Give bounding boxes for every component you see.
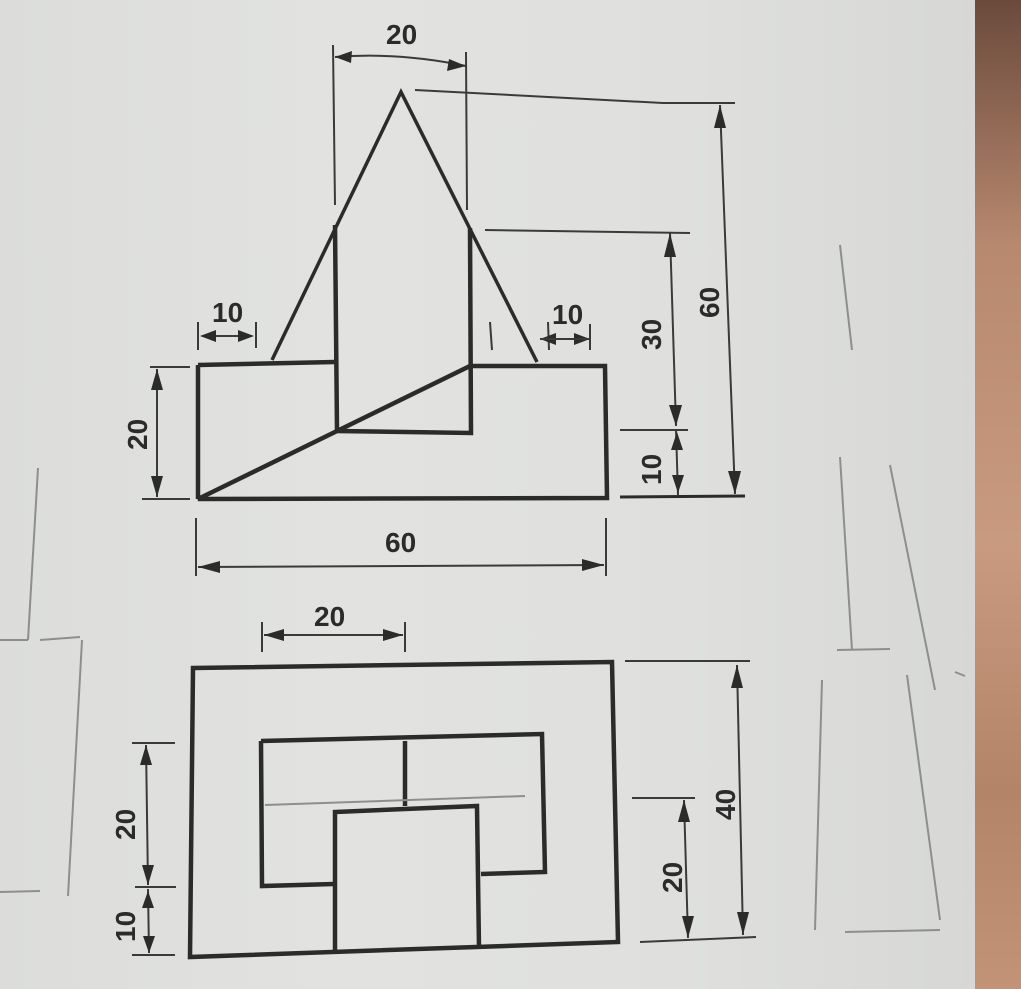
dim-line xyxy=(683,799,689,939)
arrow-icon xyxy=(714,105,726,128)
front-view-outline xyxy=(197,359,610,502)
arrow-icon xyxy=(731,665,743,688)
dim-line xyxy=(669,232,677,427)
ext-line xyxy=(639,936,757,943)
arrow-icon xyxy=(447,59,466,71)
arrow-icon xyxy=(143,936,155,953)
arrow-icon xyxy=(383,629,403,641)
pencil-line xyxy=(889,464,936,691)
ext-line xyxy=(489,321,493,351)
dim-front-total-height: 60 xyxy=(694,287,725,318)
arrow-icon xyxy=(198,561,220,573)
arrow-icon xyxy=(140,745,152,765)
dim-top-inner-height: 20 xyxy=(657,862,688,893)
pencil-line xyxy=(39,636,81,641)
dim-front-base-height: 20 xyxy=(122,419,153,450)
pencil-line xyxy=(839,456,853,651)
dim-front-lower-offset: 10 xyxy=(636,454,667,485)
arrow-icon xyxy=(672,475,684,493)
dim-line xyxy=(197,564,605,568)
dim-front-right-step: 10 xyxy=(552,299,583,330)
arrow-icon xyxy=(671,432,683,450)
arrow-icon xyxy=(678,800,690,822)
ext-line xyxy=(414,89,664,104)
pencil-marks xyxy=(0,244,966,933)
dim-front-base-width: 60 xyxy=(385,527,416,558)
arrow-icon xyxy=(151,369,163,390)
pencil-line xyxy=(839,244,853,351)
front-triangle xyxy=(270,88,539,363)
arrow-icon xyxy=(728,471,741,494)
pencil-line xyxy=(906,674,941,921)
arrow-icon xyxy=(737,912,749,935)
arrow-icon xyxy=(664,233,676,257)
dim-top-total-depth: 40 xyxy=(710,789,741,820)
pencil-line xyxy=(836,648,891,651)
arrow-icon xyxy=(264,629,284,641)
arrow-icon xyxy=(142,891,154,908)
ground-line xyxy=(619,494,746,499)
pencil-line xyxy=(67,639,83,897)
dim-front-left-step: 10 xyxy=(212,297,243,328)
pencil-line xyxy=(27,467,39,641)
ext-line xyxy=(332,44,336,206)
dim-front-top-width: 20 xyxy=(386,19,417,50)
dim-front-upper-height: 30 xyxy=(636,319,667,350)
dim-line xyxy=(719,104,736,495)
pencil-line xyxy=(0,890,41,893)
arrow-icon xyxy=(142,865,154,885)
dim-line xyxy=(145,744,149,886)
ext-line xyxy=(484,229,691,234)
arrow-icon xyxy=(151,476,163,497)
dim-top-left-offset: 10 xyxy=(110,911,141,942)
arrow-icon xyxy=(238,330,254,342)
front-central-slot xyxy=(332,224,474,436)
pencil-line xyxy=(844,929,941,933)
paper-sheet xyxy=(0,0,975,989)
ext-line xyxy=(465,51,468,211)
top-center-block xyxy=(332,803,482,952)
pencil-line xyxy=(814,679,823,931)
pencil-line xyxy=(954,671,966,677)
dim-top-left-inner: 20 xyxy=(110,809,141,840)
dim-line xyxy=(736,664,744,936)
arrow-icon xyxy=(669,405,682,426)
arrow-icon xyxy=(582,559,604,571)
top-inner-rect xyxy=(258,731,548,889)
arrow-icon xyxy=(200,330,216,342)
dim-line xyxy=(334,54,467,67)
arrow-icon xyxy=(682,916,694,938)
pencil-line xyxy=(264,795,526,806)
arrow-icon xyxy=(335,51,352,63)
front-view: 20 60 30 10 xyxy=(122,19,746,576)
top-view: 20 40 20 20 10 xyxy=(110,601,757,960)
top-view-outline xyxy=(187,659,621,960)
dim-top-inner-width: 20 xyxy=(314,601,345,632)
